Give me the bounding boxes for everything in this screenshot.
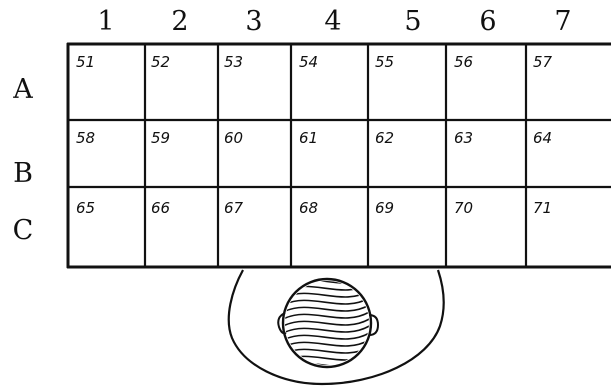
cell-c4: 68 [299, 201, 318, 216]
globe-hatch-line [283, 332, 371, 340]
cell-a6: 56 [454, 55, 473, 70]
globe-hatch-line [283, 367, 371, 375]
cell-c6: 70 [454, 201, 473, 216]
cell-c5: 69 [375, 201, 394, 216]
cell-a3: 53 [224, 55, 243, 70]
cell-a1: 51 [76, 55, 95, 70]
cell-a7: 57 [533, 55, 552, 70]
column-header-1: 1 [86, 8, 126, 35]
cell-b2: 59 [151, 131, 170, 146]
cell-b4: 61 [299, 131, 318, 146]
globe-hatch-line [283, 297, 371, 305]
globe-hatch-line [283, 304, 371, 312]
column-header-6: 6 [468, 8, 508, 35]
column-header-2: 2 [160, 8, 200, 35]
cell-b6: 63 [454, 131, 473, 146]
globe-hatch-line [283, 255, 371, 263]
globe-hatching [283, 255, 371, 382]
globe-hatch-line [283, 311, 371, 319]
cell-a2: 52 [151, 55, 170, 70]
globe-hatch-line [283, 339, 371, 347]
globe-hatch-line [283, 283, 371, 291]
hatched-globe-icon [278, 255, 378, 382]
globe-hatch-line [283, 325, 371, 333]
column-header-5: 5 [393, 8, 433, 35]
cell-a4: 54 [299, 55, 318, 70]
cell-b5: 62 [375, 131, 394, 146]
cell-c1: 65 [76, 201, 95, 216]
row-header-b: B [8, 160, 38, 187]
cell-c2: 66 [151, 201, 170, 216]
globe-hatch-line [283, 318, 371, 326]
column-header-3: 3 [234, 8, 274, 35]
grid-lines [68, 44, 611, 267]
column-header-4: 4 [313, 8, 353, 35]
globe-hatch-line [283, 269, 371, 277]
row-header-a: A [8, 76, 38, 103]
cell-a5: 55 [375, 55, 394, 70]
row-header-c: C [8, 217, 38, 244]
cell-b3: 60 [224, 131, 243, 146]
column-header-7: 7 [543, 8, 583, 35]
cell-c7: 71 [533, 201, 552, 216]
cell-b1: 58 [76, 131, 95, 146]
cell-c3: 67 [224, 201, 243, 216]
cell-b7: 64 [533, 131, 552, 146]
